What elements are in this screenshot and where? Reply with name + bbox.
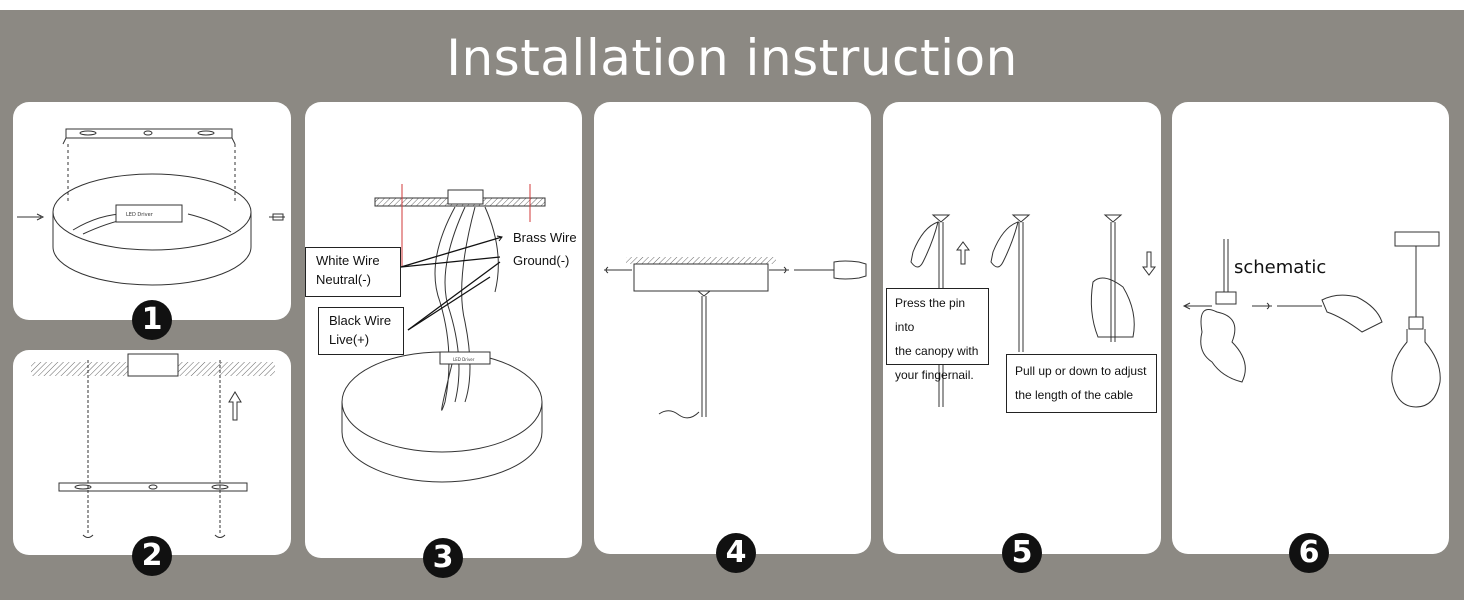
step-6-illustration bbox=[1182, 231, 1441, 408]
page-title: Installation instruction bbox=[446, 29, 1018, 87]
black-wire-label: Black Wire bbox=[329, 313, 392, 328]
black-wire-label-box: Black Wire Live(+) bbox=[318, 307, 404, 355]
press-pin-box: Press the pin into the canopy with your … bbox=[886, 288, 989, 382]
step-1-illustration: LED Driver bbox=[17, 128, 285, 286]
white-wire-label-box: White Wire Neutral(-) bbox=[305, 247, 401, 297]
step-2-number: 2 bbox=[132, 536, 172, 576]
neutral-label: Neutral(-) bbox=[316, 272, 371, 287]
step-6-panel: schematic 6 bbox=[1172, 102, 1449, 573]
step-4-panel: 4 bbox=[594, 102, 871, 573]
step-1-number: 1 bbox=[132, 300, 172, 340]
pull-adjust-box: Pull up or down to adjust the length of … bbox=[1006, 354, 1157, 413]
step-6-number: 6 bbox=[1289, 533, 1329, 573]
pull-line-1: Pull up or down to adjust bbox=[1015, 364, 1147, 378]
step-4-illustration bbox=[604, 257, 867, 419]
step-5-number: 5 bbox=[1002, 533, 1042, 573]
white-wire-label: White Wire bbox=[316, 253, 380, 268]
step-3-panel: LED Driver White Wire Neutral(-) Brass W… bbox=[305, 102, 582, 578]
step-3-number: 3 bbox=[423, 538, 463, 578]
brass-wire-label: Brass Wire bbox=[513, 230, 577, 245]
step-3-driver-label: LED Driver bbox=[453, 357, 475, 362]
press-line-2: the canopy with bbox=[895, 344, 979, 358]
ground-label: Ground(-) bbox=[513, 253, 570, 268]
step-3-illustration: LED Driver bbox=[341, 184, 546, 483]
step-2-panel: 2 bbox=[13, 350, 291, 576]
press-line-3: your fingernail. bbox=[895, 368, 974, 382]
press-line-1: Press the pin into bbox=[895, 296, 966, 334]
step-5-panel: Press the pin into the canopy with your … bbox=[883, 102, 1161, 573]
live-label: Live(+) bbox=[329, 332, 370, 347]
step-2-illustration bbox=[31, 353, 275, 538]
step-1-panel: LED Driver 1 bbox=[13, 102, 291, 340]
schematic-label: schematic bbox=[1234, 257, 1327, 278]
step-4-number: 4 bbox=[716, 533, 756, 573]
step-1-driver-label: LED Driver bbox=[126, 212, 154, 218]
pull-line-2: the length of the cable bbox=[1015, 388, 1134, 402]
